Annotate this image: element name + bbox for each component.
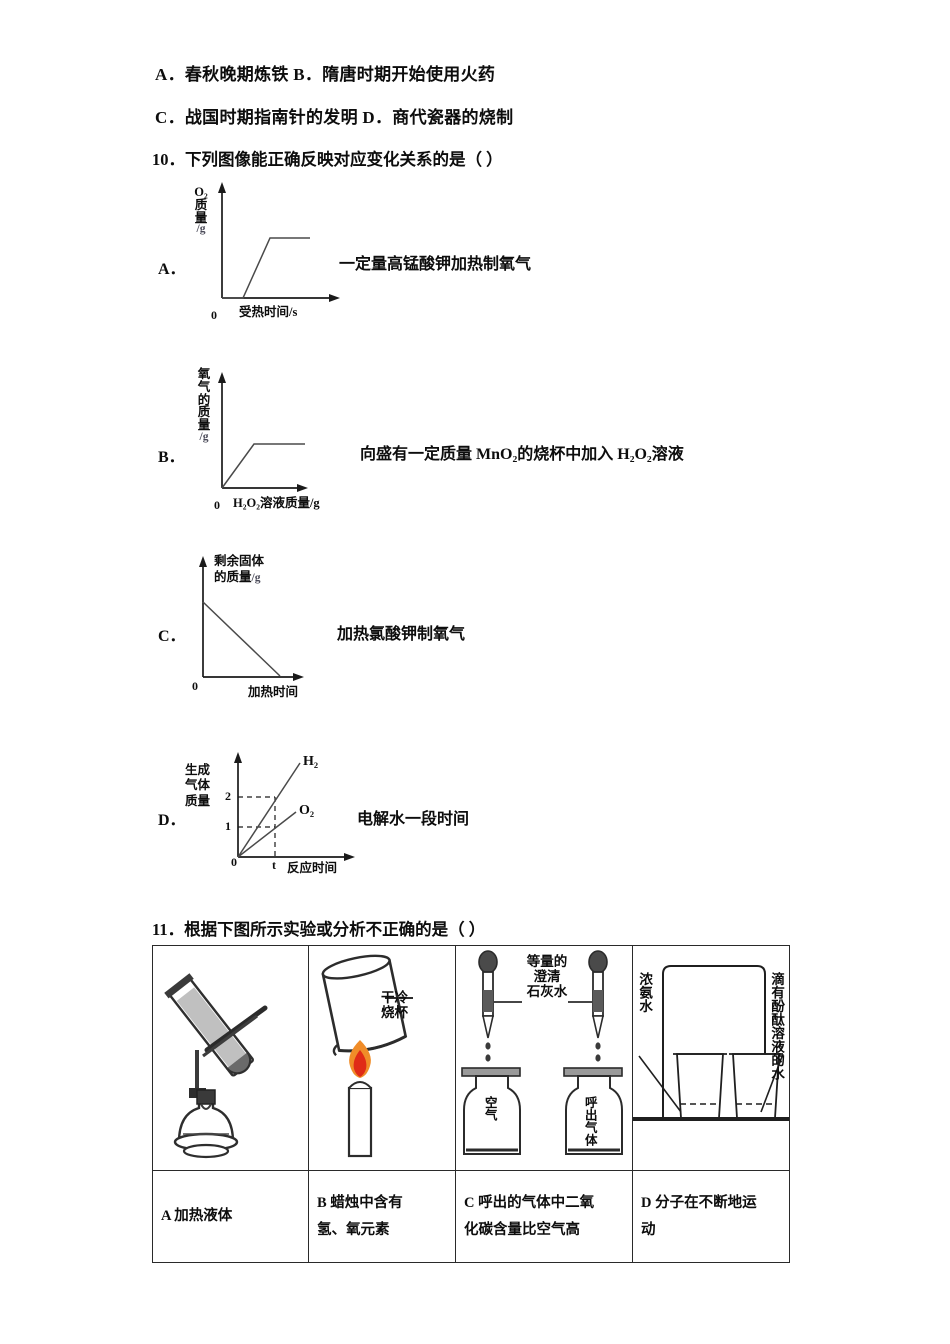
question10-stem: 10．下列图像能正确反映对应变化关系的是（ ） (152, 150, 503, 169)
option-c-letter: C． (158, 628, 186, 645)
chart-d-ytick-2: 2 (225, 789, 231, 803)
chart-a-y-unit: /g (196, 223, 206, 236)
chart-c-y-axis-label: 剩余固体 的质量/g (214, 553, 264, 586)
figure-b-label-line2: 烧杯 (381, 1005, 408, 1021)
chart-d-series-o2-label: O₂ (299, 803, 315, 818)
chart-a-plot (205, 180, 365, 310)
table-caption-b-line2: 氢、氧元素 (317, 1221, 390, 1238)
figure-d-label-ammonia: 浓氨水 (637, 972, 653, 1013)
table-caption-d-text: D 分子在不断地运 动 (641, 1190, 757, 1244)
figure-c-label-exhaled-gas: 呼出气体 (582, 1096, 597, 1146)
chart-b-plot (208, 372, 368, 502)
option-b-letter: B． (158, 449, 185, 466)
table-caption-d-line2: 动 (641, 1221, 656, 1238)
table-cell-c: 等量的 澄清 石灰水 空气 呼出气体 C 呼出的气体中二氧 化碳含量比空气高 (456, 946, 633, 1262)
table-caption-a-text: A 加热液体 (161, 1208, 233, 1225)
chart-c-caption: 加热氯酸钾制氧气 (337, 626, 466, 643)
figure-d-ammonia-diffusion: 浓氨水 滴有酚酞溶液的水 (633, 946, 789, 1170)
chart-d-y-axis-label: 生成 气体 质量 (185, 763, 231, 809)
option-d-letter: D． (158, 812, 186, 829)
table-caption-c-line2: 化碳含量比空气高 (464, 1221, 580, 1238)
chart-b-x-axis-label: H₂O₂溶液质量/g (233, 496, 320, 510)
chart-b-caption: 向盛有一定质量 MnO₂的烧杯中加入 H₂O₂溶液 (360, 446, 684, 463)
chart-b-y-axis-line5: 量 (197, 418, 211, 432)
figure-b-label-line1: 干冷 (381, 990, 408, 1005)
table-caption-b-line1: B 蜡烛中含有 (317, 1194, 403, 1211)
chart-c-y-axis-line2-text: 的质量 (214, 570, 252, 585)
chart-c-y-axis-line2: 的质量/g (214, 569, 264, 586)
figure-c-limewater-gas-jars: 等量的 澄清 石灰水 空气 呼出气体 (456, 946, 632, 1170)
chart-a-origin-label: 0 (211, 308, 217, 322)
table-caption-d-line1: D 分子在不断地运 (641, 1194, 757, 1211)
chart-d-ytick-1: 1 (225, 819, 231, 833)
chart-c-y-unit: /g (251, 572, 261, 585)
experiment-table: A 加热液体 (152, 945, 790, 1263)
figure-b-label-dry-beaker: 干冷 烧杯 (381, 990, 408, 1020)
table-caption-b-text: B 蜡烛中含有 氢、氧元素 (317, 1190, 403, 1244)
chart-c-y-axis-line1: 剩余固体 (214, 554, 265, 568)
chart-a-caption: 一定量高锰酸钾加热制氧气 (339, 256, 532, 273)
chart-d-y-axis-line3: 质量 (185, 793, 211, 808)
table-caption-b: B 蜡烛中含有 氢、氧元素 (309, 1170, 455, 1262)
chart-b-origin-label: 0 (214, 498, 220, 512)
chart-b-y-axis-line1: 氧 (197, 367, 211, 381)
chart-a-y-axis-label: O₂ 质 量 /g (186, 186, 216, 236)
chart-a-x-axis-label: 受热时间/s (239, 305, 298, 319)
figure-b-dry-beaker-candle: 干冷 烧杯 (309, 946, 455, 1170)
chart-b-y-unit: /g (199, 430, 209, 443)
chart-d-y-axis-line2: 气体 (185, 778, 211, 793)
table-cell-d: 浓氨水 滴有酚酞溶液的水 D 分子在不断地运 动 (633, 946, 789, 1262)
chart-b-y-axis-line4: 质 (197, 405, 211, 420)
question9-options-line1: A．春秋晚期炼铁 B．隋唐时期开始使用火药 (155, 65, 496, 84)
question9-options-line2: C．战国时期指南针的发明 D．商代瓷器的烧制 (155, 108, 514, 127)
chart-d-origin-label: 0 (231, 855, 237, 869)
chart-c-x-axis-label: 加热时间 (248, 685, 299, 699)
chart-b-y-axis-label: 氧 气 的 质 量 /g (190, 368, 218, 443)
option-a-letter: A． (158, 261, 186, 278)
chart-d-xtick-t: t (272, 858, 276, 872)
figure-a-heating-liquid (153, 946, 308, 1170)
chart-d-y-axis-line1: 生成 (185, 763, 211, 777)
figure-c-label-line3: 石灰水 (526, 984, 568, 1000)
figure-c-label-line1: 等量的 (526, 954, 568, 969)
question11-stem: 11．根据下图所示实验或分析不正确的是（ ） (152, 920, 486, 939)
chart-a-y-axis-line1: O₂ (194, 185, 208, 199)
chart-a-y-axis-line3: 量 (194, 210, 208, 225)
chart-d-caption: 电解水一段时间 (357, 811, 470, 828)
figure-d-label-phenolphthalein-water: 滴有酚酞溶液的水 (769, 972, 785, 1080)
table-caption-c-text: C 呼出的气体中二氧 化碳含量比空气高 (464, 1190, 594, 1244)
chart-a-y-axis-line2: 质 (194, 197, 208, 212)
chart-b-y-axis-line2: 气 (197, 379, 211, 394)
figure-c-label-line2: 澄清 (533, 969, 561, 985)
chart-c-origin-label: 0 (192, 679, 198, 693)
chart-d-series-h2-label: H₂ (303, 754, 319, 769)
figure-c-label-limewater: 等量的 澄清 石灰水 (522, 954, 572, 999)
figure-c-label-air: 空气 (482, 1096, 497, 1121)
table-cell-b: 干冷 烧杯 B 蜡烛中含有 氢、氧元素 (309, 946, 456, 1262)
chart-d-x-axis-label: 反应时间 (287, 861, 338, 875)
table-caption-c: C 呼出的气体中二氧 化碳含量比空气高 (456, 1170, 632, 1262)
table-caption-c-line1: C 呼出的气体中二氧 (464, 1194, 595, 1211)
chart-c-plot (190, 556, 360, 696)
chart-b-y-axis-line3: 的 (197, 392, 211, 407)
table-cell-a: A 加热液体 (153, 946, 309, 1262)
table-caption-d: D 分子在不断地运 动 (633, 1170, 789, 1262)
chart-d-plot (228, 752, 398, 877)
table-caption-a: A 加热液体 (153, 1170, 308, 1262)
